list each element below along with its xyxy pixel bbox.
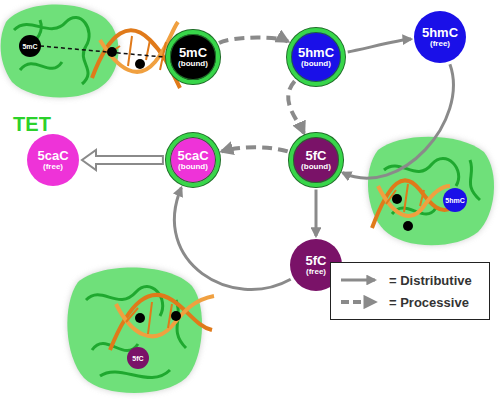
- base-state: (bound): [301, 163, 331, 171]
- distributive-arrow: [174, 188, 290, 290]
- dot-label: 5hmC: [445, 197, 464, 204]
- bound-base-circle: 5mC(bound): [166, 30, 219, 83]
- base-name: 5mC: [179, 46, 207, 60]
- dna-helix: [110, 295, 214, 350]
- free-base-circle: 5caC(free): [27, 134, 79, 186]
- legend-row: = Processive: [339, 291, 481, 313]
- legend-sample: [339, 294, 383, 310]
- base-state: (bound): [301, 60, 331, 68]
- legend-box: = Distributive = Processive: [330, 262, 490, 320]
- 5mc-dot: [19, 35, 41, 57]
- base-state: (free): [306, 268, 326, 276]
- legend-text: = Processive: [389, 295, 469, 310]
- processive-arrow: [219, 38, 288, 43]
- protein-name: TET: [13, 113, 51, 136]
- base-state: (bound): [178, 163, 208, 171]
- distributive-arrow: [348, 39, 411, 52]
- base-name: 5caC: [177, 149, 208, 163]
- base-name: 5fC: [306, 149, 327, 163]
- base-name: 5caC: [37, 149, 68, 163]
- base-name: 5hmC: [298, 46, 334, 60]
- 5fc-dot: [127, 347, 149, 369]
- legend-sample: [339, 272, 383, 288]
- bound-base-circle: 5hmC(bound): [287, 28, 345, 86]
- processive-arrow: [288, 81, 304, 133]
- distributive-arrow: [315, 190, 318, 237]
- 5hmc-dot: [443, 188, 467, 212]
- base-state: (free): [43, 163, 63, 171]
- base-name: 5fC: [306, 254, 327, 268]
- legend-row: = Distributive: [339, 269, 481, 291]
- base-state: (bound): [178, 60, 208, 68]
- leader-line: [40, 46, 164, 57]
- dot-label: 5mC: [22, 43, 37, 50]
- processive-arrow: [222, 147, 288, 151]
- bound-base-circle: 5fC(bound): [289, 133, 342, 186]
- base-state: (free): [430, 40, 450, 48]
- bound-base-circle: 5caC(bound): [166, 133, 220, 187]
- base-name: 5hmC: [422, 26, 458, 40]
- release-arrow: [82, 150, 163, 170]
- free-base-circle: 5hmC(free): [414, 11, 466, 63]
- tet-protein: [1, 5, 119, 98]
- tet-protein: [368, 137, 494, 246]
- distributive-arrow: [343, 64, 454, 178]
- dot-label: 5fC: [132, 355, 143, 362]
- legend-text: = Distributive: [389, 273, 472, 288]
- dna-helix: [372, 180, 452, 228]
